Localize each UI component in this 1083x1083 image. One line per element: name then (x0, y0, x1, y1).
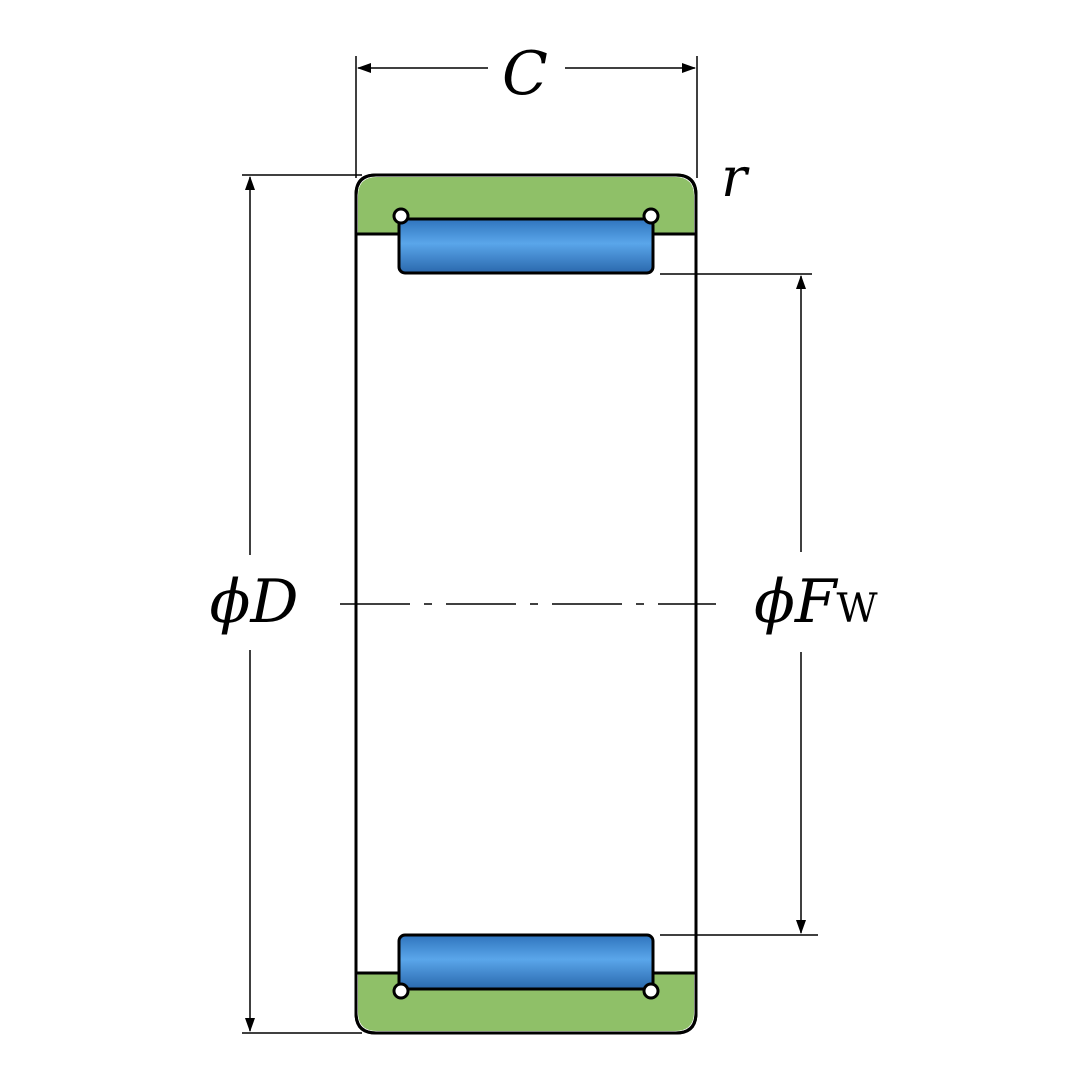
inner-diameter-label: ϕFW (754, 567, 878, 637)
bottom-left-lip-hole (392, 982, 410, 1000)
bottom-right-lip-hole (642, 982, 660, 1000)
bottom-roller (397, 933, 655, 991)
width-label: C (502, 39, 548, 109)
top-roller (397, 217, 655, 275)
radius-label: r (721, 146, 750, 209)
top-right-lip-hole (642, 207, 660, 225)
top-left-lip-hole (392, 207, 410, 225)
outer-diameter-label: ϕD (209, 567, 298, 637)
